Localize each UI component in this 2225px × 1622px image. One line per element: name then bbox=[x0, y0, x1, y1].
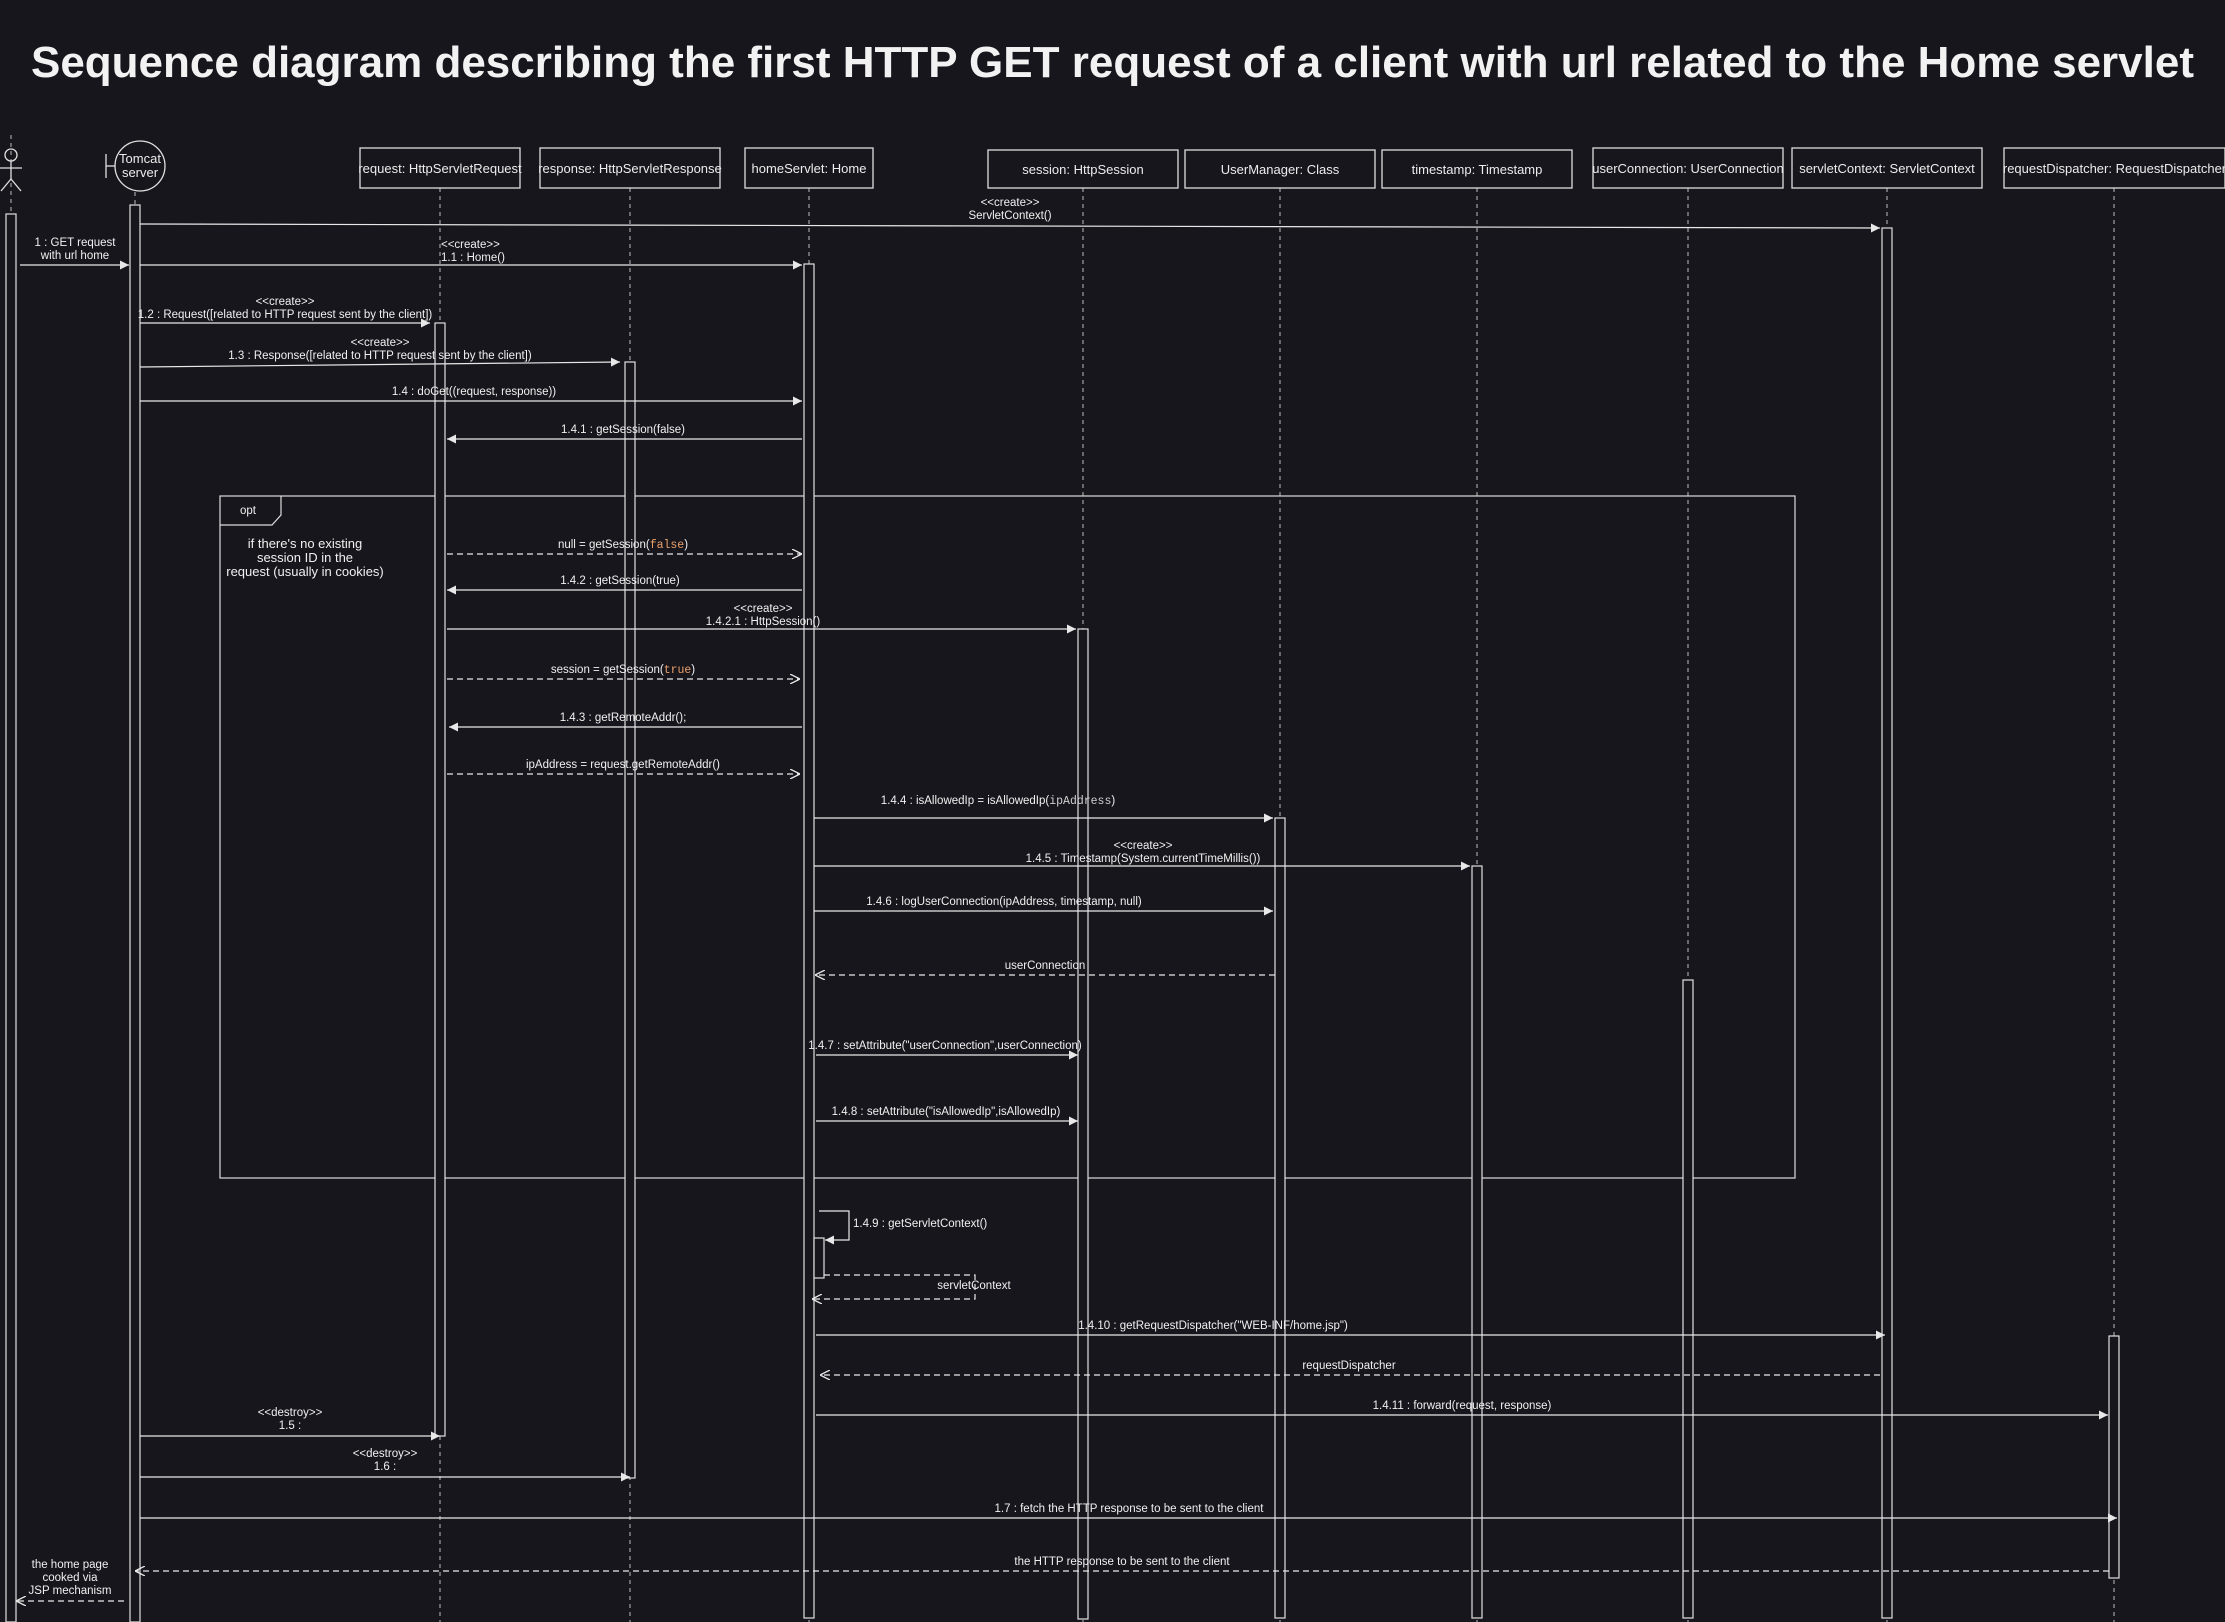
opt-frame-tag: opt bbox=[240, 505, 257, 517]
message-r_resp: the HTTP response to be sent to the clie… bbox=[135, 1556, 2109, 1571]
message-label-m15: <<destroy>>1.5 : bbox=[258, 1407, 323, 1432]
message-m147: 1.4.7 : setAttribute("userConnection",us… bbox=[808, 1040, 1082, 1060]
message-label-m1421: <<create>>1.4.2.1 : HttpSession() bbox=[706, 603, 821, 628]
participant-response: response: HttpServletResponse bbox=[538, 147, 722, 189]
message-label-m11: <<create>>1.1 : Home() bbox=[441, 239, 505, 264]
activation-home bbox=[803, 263, 815, 1619]
message-label-r_rd: requestDispatcher bbox=[1302, 1360, 1395, 1372]
message-label-m149: 1.4.9 : getServletContext() bbox=[853, 1218, 987, 1230]
message-label-m144: 1.4.4 : isAllowedIp = isAllowedIp(ipAddr… bbox=[881, 795, 1116, 808]
message-m14: 1.4 : doGet((request, response)) bbox=[140, 386, 802, 406]
message-m143: 1.4.3 : getRemoteAddr(); bbox=[449, 712, 802, 732]
message-r_ip: ipAddress = request.getRemoteAddr() bbox=[447, 759, 800, 774]
message-label-m143: 1.4.3 : getRemoteAddr(); bbox=[560, 712, 687, 724]
activation-dispatcher bbox=[2108, 1335, 2120, 1579]
opt-frame bbox=[219, 495, 1796, 1179]
activation-tomcat bbox=[129, 204, 141, 1622]
participant-label-userconnection: userConnection: UserConnection bbox=[1592, 161, 1784, 176]
diagram-title: Sequence diagram describing the first HT… bbox=[30, 38, 2194, 87]
message-r_uc: userConnection bbox=[815, 960, 1275, 975]
opt-frame-tab bbox=[220, 496, 282, 526]
participant-label-session: session: HttpSession bbox=[1022, 162, 1143, 177]
participant-servletcontext: servletContext: ServletContext bbox=[1791, 147, 1983, 189]
participant-session: session: HttpSession bbox=[987, 149, 1179, 189]
participant-label-servletcontext: servletContext: ServletContext bbox=[1799, 161, 1975, 176]
participant-label-home: homeServlet: Home bbox=[752, 161, 867, 176]
message-m15: <<destroy>>1.5 : bbox=[140, 1407, 440, 1441]
message-r_sc: servletContext bbox=[812, 1274, 1012, 1299]
message-label-r_ip: ipAddress = request.getRemoteAddr() bbox=[526, 759, 720, 771]
message-label-m141: 1.4.1 : getSession(false) bbox=[561, 424, 685, 436]
message-label-m1410: 1.4.10 : getRequestDispatcher("WEB-INF/h… bbox=[1078, 1320, 1348, 1332]
activation-userconnection bbox=[1682, 979, 1694, 1619]
participant-usermanager: UserManager: Class bbox=[1184, 149, 1376, 189]
participant-label-dispatcher: requestDispatcher: RequestDispatcher bbox=[2003, 161, 2225, 176]
message-m13: <<create>>1.3 : Response([related to HTT… bbox=[139, 337, 621, 368]
message-m146: 1.4.6 : logUserConnection(ipAddress, tim… bbox=[814, 896, 1273, 916]
message-r_rd: requestDispatcher bbox=[820, 1360, 1880, 1375]
message-m1421: <<create>>1.4.2.1 : HttpSession() bbox=[447, 603, 1076, 634]
message-m17: 1.7 : fetch the HTTP response to be sent… bbox=[140, 1503, 2117, 1523]
message-m1411: 1.4.11 : forward(request, response) bbox=[816, 1400, 2108, 1420]
activation-request bbox=[434, 322, 446, 1437]
message-label-m1411: 1.4.11 : forward(request, response) bbox=[1373, 1400, 1552, 1412]
message-m145: <<create>>1.4.5 : Timestamp(System.curre… bbox=[814, 840, 1470, 871]
message-m11: <<create>>1.1 : Home() bbox=[140, 239, 802, 270]
message-label-m16: <<destroy>>1.6 : bbox=[353, 1448, 418, 1473]
participant-label-response: response: HttpServletResponse bbox=[538, 161, 722, 176]
message-m12: <<create>>1.2 : Request([related to HTTP… bbox=[138, 296, 433, 328]
participant-label-timestamp: timestamp: Timestamp bbox=[1412, 162, 1543, 177]
message-r_sess: session = getSession(true) bbox=[447, 664, 800, 679]
activation-session bbox=[1077, 628, 1089, 1620]
participant-timestamp: timestamp: Timestamp bbox=[1381, 149, 1573, 189]
message-m141: 1.4.1 : getSession(false) bbox=[447, 424, 802, 444]
message-label-r_resp: the HTTP response to be sent to the clie… bbox=[1014, 1556, 1230, 1568]
activation-response bbox=[624, 361, 636, 1479]
message-r_null: null = getSession(false) bbox=[447, 539, 802, 554]
message-label-m13: <<create>>1.3 : Response([related to HTT… bbox=[228, 337, 532, 362]
message-label-m146: 1.4.6 : logUserConnection(ipAddress, tim… bbox=[866, 896, 1142, 908]
activation-home-self bbox=[813, 1237, 825, 1279]
message-m149: 1.4.9 : getServletContext() bbox=[819, 1210, 987, 1245]
participant-dispatcher: requestDispatcher: RequestDispatcher bbox=[2003, 147, 2225, 189]
participant-request: request: HttpServletRequest bbox=[358, 147, 522, 189]
participant-label-request: request: HttpServletRequest bbox=[358, 161, 522, 176]
activation-servletcontext bbox=[1881, 227, 1893, 1619]
message-m1410: 1.4.10 : getRequestDispatcher("WEB-INF/h… bbox=[816, 1320, 1885, 1340]
participant-label-usermanager: UserManager: Class bbox=[1221, 162, 1340, 177]
message-label-r_null: null = getSession(false) bbox=[558, 539, 688, 552]
message-m148: 1.4.8 : setAttribute("isAllowedIp",isAll… bbox=[816, 1106, 1078, 1126]
actor-icon bbox=[0, 148, 22, 192]
message-label-m145: <<create>>1.4.5 : Timestamp(System.curre… bbox=[1026, 840, 1261, 865]
message-m144: 1.4.4 : isAllowedIp = isAllowedIp(ipAddr… bbox=[814, 795, 1273, 823]
message-label-r_sc: servletContext bbox=[937, 1280, 1011, 1292]
activation-timestamp bbox=[1471, 865, 1483, 1619]
message-label-m_ctx: <<create>>ServletContext() bbox=[968, 197, 1051, 222]
activation-actor bbox=[5, 213, 17, 1622]
activation-usermanager bbox=[1274, 817, 1286, 1619]
message-m_ctx: <<create>>ServletContext() bbox=[139, 197, 1881, 233]
message-m142: 1.4.2 : getSession(true) bbox=[447, 575, 802, 595]
participant-home: homeServlet: Home bbox=[744, 147, 874, 189]
message-label-m12: <<create>>1.2 : Request([related to HTTP… bbox=[138, 296, 433, 321]
message-m16: <<destroy>>1.6 : bbox=[140, 1448, 630, 1482]
message-label-m17: 1.7 : fetch the HTTP response to be sent… bbox=[995, 1503, 1265, 1515]
message-label-m142: 1.4.2 : getSession(true) bbox=[560, 575, 680, 587]
message-label-m147: 1.4.7 : setAttribute("userConnection",us… bbox=[808, 1040, 1082, 1052]
message-label-m14: 1.4 : doGet((request, response)) bbox=[392, 386, 556, 398]
message-label-r_uc: userConnection bbox=[1005, 960, 1086, 972]
message-label-m148: 1.4.8 : setAttribute("isAllowedIp",isAll… bbox=[832, 1106, 1061, 1118]
message-label-r_sess: session = getSession(true) bbox=[551, 664, 695, 677]
participant-userconnection: userConnection: UserConnection bbox=[1592, 147, 1784, 189]
